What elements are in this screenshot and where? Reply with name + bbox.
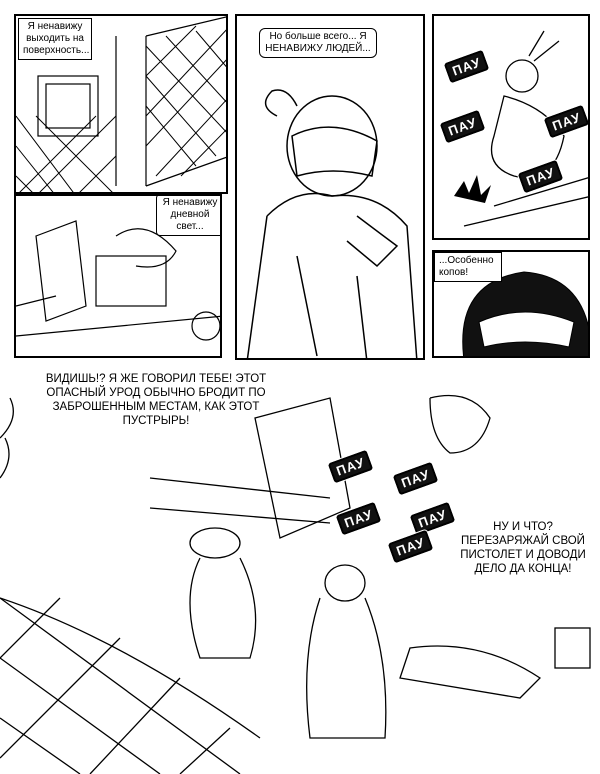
- helmet-closeup-drawing: [462, 271, 588, 356]
- panel-junk: Я ненавижу дневной свет...: [14, 194, 222, 358]
- caption-surface: Я ненавижу выходить на поверхность...: [18, 18, 92, 60]
- speech-balloon-right: НУ И ЧТО? ПЕРЕЗАРЯЖАЙ СВОЙ ПИСТОЛЕТ И ДО…: [460, 521, 586, 575]
- fence-drawing: [16, 16, 226, 192]
- caption-cops: ...Особенно копов!: [434, 252, 502, 282]
- junk-drawing: [16, 220, 220, 341]
- speech-balloon-left: ВИДИШЬ!? Я ЖЕ ГОВОРИЛ ТЕБЕ! ЭТОТ ОПАСНЫЙ…: [45, 373, 267, 427]
- cops-scene-drawing: [0, 394, 591, 774]
- caption-people: Но больше всего... Я НЕНАВИЖУ ЛЮДЕЙ...: [259, 28, 377, 58]
- panel-closeup: ...Особенно копов!: [432, 250, 590, 358]
- caption-daylight: Я ненавижу дневной свет...: [156, 196, 220, 236]
- panel-main-scene: ВИДИШЬ!? Я ЖЕ ГОВОРИЛ ТЕБЕ! ЭТОТ ОПАСНЫЙ…: [0, 358, 600, 774]
- hooded-figure-drawing: [246, 89, 418, 358]
- panel-action: ПАУ ПАУ ПАУ ПАУ: [432, 14, 590, 240]
- panel-figure: Но больше всего... Я НЕНАВИЖУ ЛЮДЕЙ...: [235, 14, 425, 360]
- panel-fence: Я ненавижу выходить на поверхность...: [14, 14, 228, 194]
